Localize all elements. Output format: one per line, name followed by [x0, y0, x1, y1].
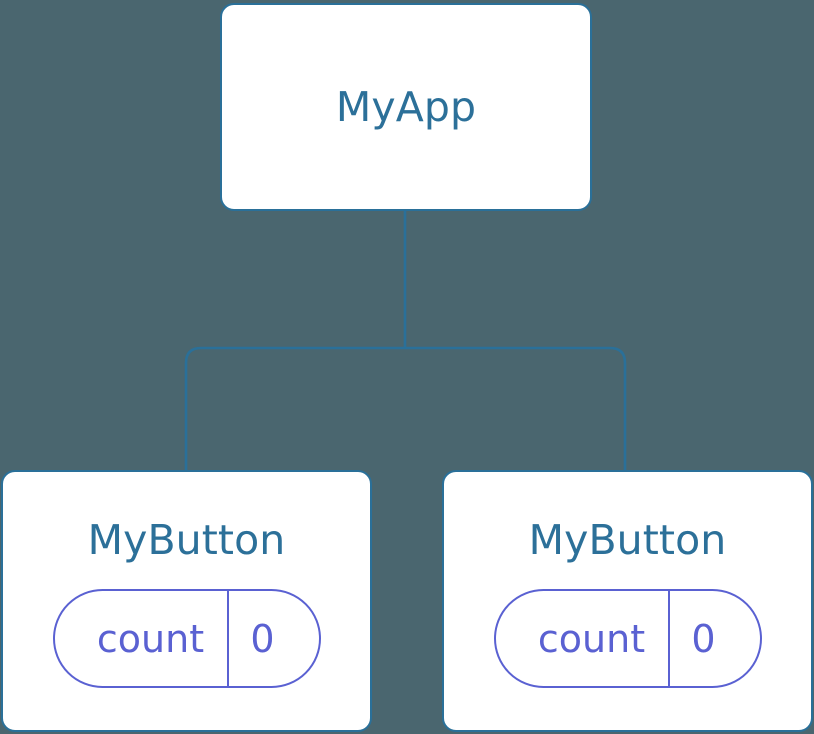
- state-pill-value-left: 0: [250, 616, 275, 661]
- state-pill-count-right[interactable]: count 0: [493, 589, 762, 688]
- state-pill-count-left[interactable]: count 0: [52, 589, 321, 688]
- connector-children-bus: [184, 346, 627, 470]
- node-myapp-title: MyApp: [335, 82, 477, 131]
- state-pill-value-right: 0: [691, 616, 716, 661]
- node-myapp[interactable]: MyApp: [220, 3, 592, 211]
- state-pill-key-left: count: [55, 591, 229, 686]
- node-mybutton-right[interactable]: MyButton count 0: [442, 470, 813, 732]
- node-mybutton-left[interactable]: MyButton count 0: [1, 470, 372, 732]
- node-mybutton-left-title: MyButton: [87, 516, 286, 564]
- state-pill-key-right: count: [496, 591, 670, 686]
- node-mybutton-right-title: MyButton: [528, 516, 727, 564]
